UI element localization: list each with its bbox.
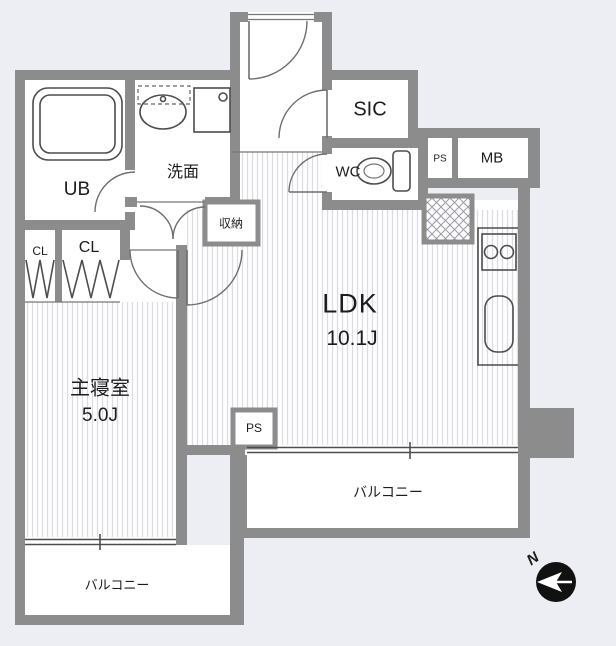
room-label-ldk: LDK (322, 288, 378, 319)
room-label-bedroom: 主寝室 (70, 377, 130, 400)
room-label-storage: 収納 (218, 216, 244, 231)
room-label-balcony-main: バルコニー (353, 484, 423, 500)
vanity-sink-icon (137, 85, 191, 130)
compass-icon (536, 562, 576, 602)
entrance-door-arc (248, 20, 308, 80)
pipe-space-box (230, 407, 278, 450)
washing-machine-icon (193, 87, 231, 133)
room-label-cl-right: CL (78, 239, 100, 256)
sic-door-arc (278, 89, 328, 139)
toilet-icon (356, 150, 411, 192)
room-label-ps-bottom: PS (245, 421, 263, 435)
room-label-balcony-bedroom: バルコニー (84, 577, 150, 593)
windows (25, 13, 518, 550)
room-label-ps-top: PS (433, 153, 447, 165)
bedroom-door-arc (129, 249, 179, 299)
wc-door-arc (288, 153, 328, 193)
bathtub-icon (32, 87, 123, 161)
shaft-hatch (421, 193, 475, 245)
floor-hatching (25, 152, 518, 537)
room-label-mb: MB (480, 149, 504, 167)
bath-door-arc (94, 171, 136, 213)
washroom-door-arc-left (139, 205, 174, 240)
room-label-washroom: 洗面 (166, 164, 200, 181)
room-label-unit-bath: UB (63, 179, 91, 200)
walls (15, 12, 574, 625)
room-label-wc: WC (335, 163, 361, 181)
ldk-door-arc (186, 249, 243, 306)
room-label-cl-left: CL (32, 244, 48, 258)
storage-box (202, 199, 261, 247)
room-label-ldk-size: 10.1J (326, 327, 378, 350)
room-label-sic: SIC (353, 98, 387, 121)
kitchen-counter-icon (477, 227, 518, 366)
room-label-bedroom-size: 5.0J (82, 405, 118, 426)
door-arcs (94, 20, 328, 306)
washroom-door-arc-right (172, 206, 206, 240)
closet-folding-doors-icon (25, 259, 120, 303)
